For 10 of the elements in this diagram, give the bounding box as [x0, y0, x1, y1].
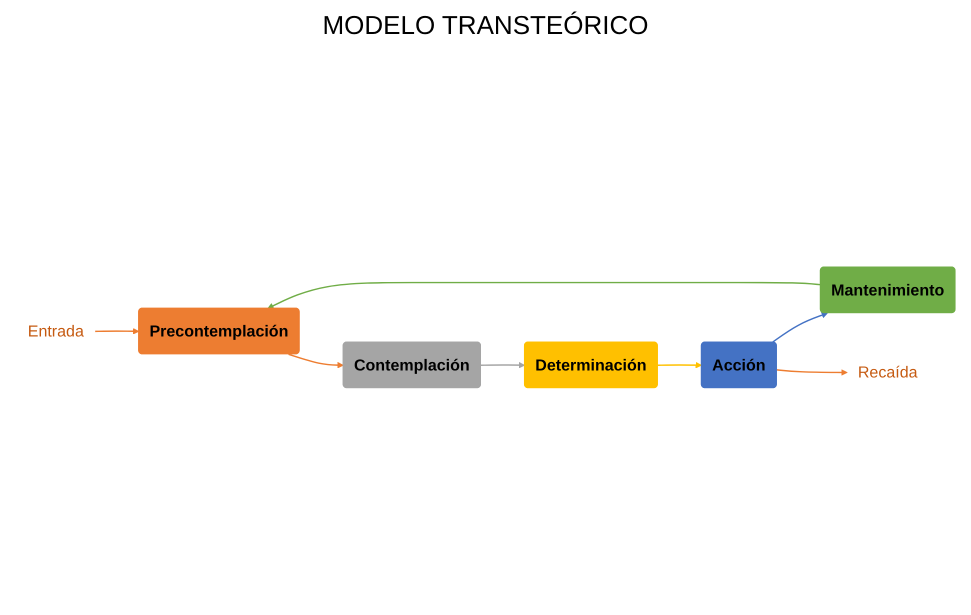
- arrow: [772, 312, 828, 343]
- diagram-title: MODELO TRANSTEÓRICO: [322, 10, 648, 41]
- arrow: [657, 362, 702, 368]
- arrow: [288, 354, 344, 368]
- arrow: [776, 369, 848, 376]
- arrow: [94, 328, 139, 334]
- arrow: [266, 282, 820, 309]
- arrow: [480, 362, 524, 368]
- node-text: Entrada: [27, 322, 84, 340]
- node-text: Recaída: [857, 363, 918, 382]
